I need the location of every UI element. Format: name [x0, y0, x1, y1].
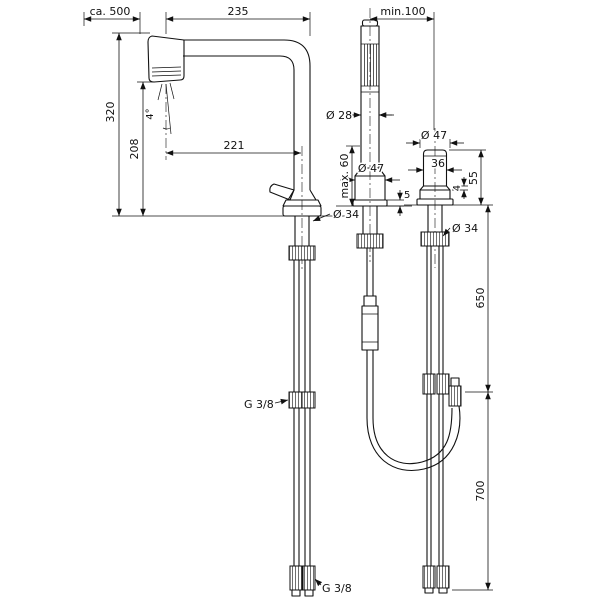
- mixer-shank: [427, 205, 443, 232]
- dim-body-height: 55: [467, 171, 480, 185]
- dim-baseplate-height: 5: [404, 190, 410, 201]
- mounting-nut: [288, 245, 316, 261]
- dim-body-diameter: Ø 47: [421, 129, 447, 142]
- spout-inner: [183, 55, 295, 190]
- leader-hole-left: [312, 213, 331, 222]
- hose-end-stub: [450, 377, 460, 387]
- hose-connector: [363, 295, 377, 307]
- dim-hole-diameter-right: Ø 34: [452, 222, 478, 235]
- side-view: ca. 500 235 320 208 4° 221 Ø 34 G 3/8 G …: [83, 4, 361, 597]
- g38-connector-b: [301, 391, 316, 409]
- spout-outline: [183, 39, 311, 190]
- mixer-lever: [269, 183, 295, 201]
- mixer-hose-end-b: [436, 565, 450, 589]
- spray-unit-view: min.100 Ø 28 Ø 47 max. 60 5: [325, 4, 462, 471]
- dim-pullout-length: ca. 500: [90, 5, 131, 18]
- hose-curve-outer: [366, 405, 461, 471]
- mixer-body-view: Ø 47 36 4 55 Ø 34 650 700: [404, 128, 493, 594]
- mixer-upper-body: [422, 149, 448, 186]
- dim-hose-length-upper: 650: [474, 288, 487, 309]
- angle-arc: [162, 127, 171, 130]
- dim-height-clearance: 208: [128, 139, 141, 160]
- aerator-lines: [151, 66, 182, 77]
- mixer-g38-nut-a: [422, 373, 436, 395]
- dim-grip-diameter: Ø 28: [326, 109, 352, 122]
- pullout-hose-lower: [366, 350, 374, 418]
- dim-max-mounting: max. 60: [338, 154, 351, 199]
- spray-stream: [157, 82, 175, 135]
- spray-face: [360, 43, 380, 87]
- spray-mounting-nut: [356, 233, 384, 249]
- dim-spray-angle: 4°: [145, 108, 156, 119]
- spray-shank: [362, 206, 378, 234]
- mixer-hose-a-lower: [426, 394, 432, 566]
- pipe-end-nut-b: [302, 565, 316, 591]
- mixer-mounting-nut: [420, 231, 450, 247]
- supply-pipe-a: [293, 260, 300, 566]
- hose-curve-inner: [372, 407, 453, 465]
- dim-min-distance: min.100: [380, 5, 425, 18]
- mixer-hose-stub-b: [438, 587, 448, 594]
- mixer-g38-nut-b: [436, 373, 450, 395]
- pullout-hose-upper: [366, 248, 374, 296]
- pipe-end-nut-a: [289, 565, 303, 591]
- dim-upper-width: 36: [431, 157, 445, 170]
- mixer-hose-a: [426, 246, 432, 374]
- dim-height-total: 320: [104, 102, 117, 123]
- hose-weight: [361, 305, 379, 351]
- mixer-hose-stub-a: [424, 587, 434, 594]
- dim-hole-diameter-left: Ø 34: [333, 208, 359, 221]
- label-thread-mid: G 3/8: [244, 398, 274, 411]
- ext-lines-5: [387, 199, 404, 207]
- dim-ring-height: 4: [452, 185, 463, 191]
- ext-lines-235: [165, 12, 311, 36]
- dim-spout-reach: 221: [224, 139, 245, 152]
- weight-bands: [362, 313, 378, 343]
- dim-hose-length-lower: 700: [474, 481, 487, 502]
- supply-pipe-b: [304, 260, 311, 566]
- hose-end-nut: [448, 385, 462, 407]
- g38-connector-a: [288, 391, 303, 409]
- dim-collar-diameter: Ø 47: [358, 162, 384, 175]
- mixer-hose-b: [438, 246, 444, 374]
- label-thread-bottom: G 3/8: [322, 582, 352, 595]
- mixer-hose-end-a: [422, 565, 436, 589]
- pipe-end-stub-a: [291, 589, 301, 597]
- dim-spout-reach-top: 235: [228, 5, 249, 18]
- pipe-end-stub-b: [304, 589, 314, 597]
- spray-face-hatch: [364, 44, 377, 86]
- leader-hole-right: [442, 227, 451, 237]
- spray-head: [147, 35, 185, 83]
- hose-curve-fill: [367, 406, 460, 471]
- mixer-hose-b-lower: [438, 394, 444, 566]
- leader-g38-bottom: [314, 578, 323, 587]
- shank: [294, 216, 310, 246]
- spray-grip: [360, 25, 380, 169]
- leader-g38-mid: [274, 398, 289, 405]
